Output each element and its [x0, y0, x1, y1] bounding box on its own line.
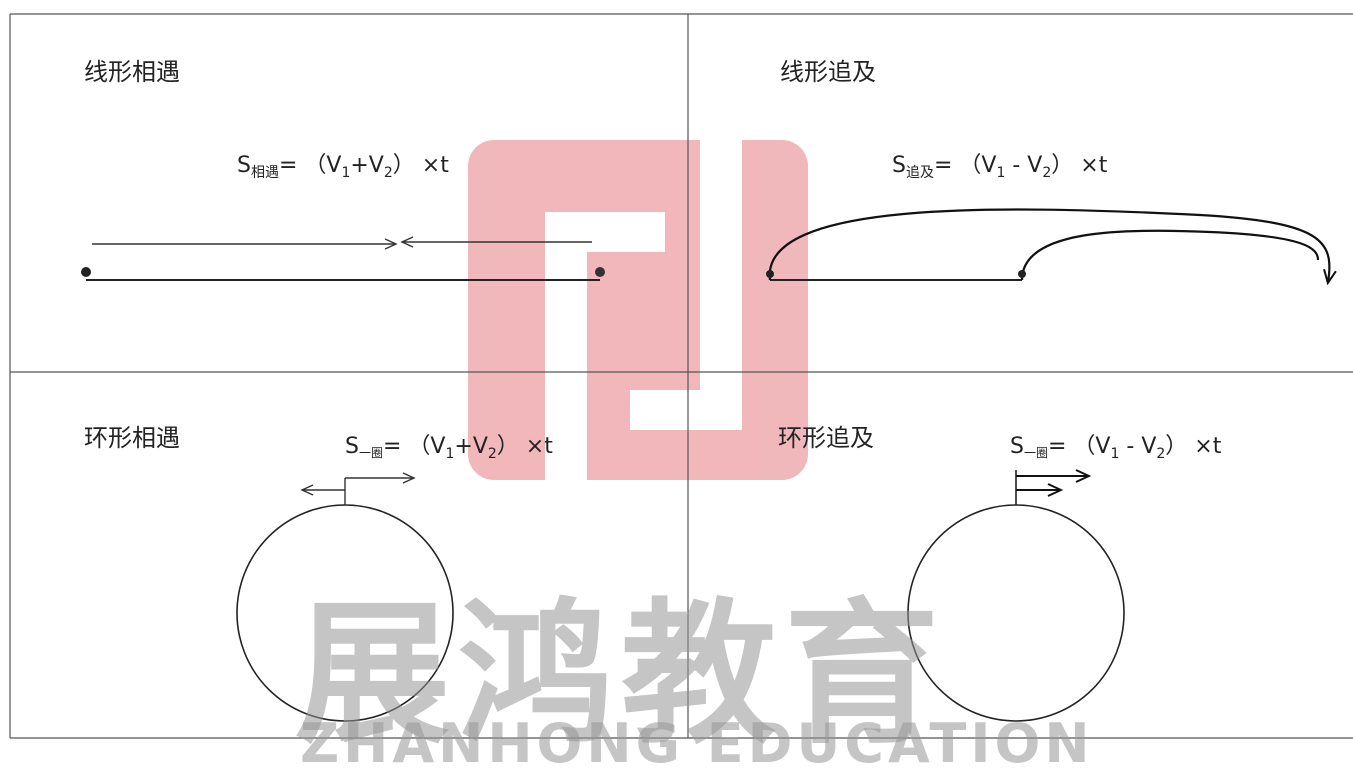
title-circular-chase: 环形追及: [778, 424, 874, 452]
circular-chase-diagram: [907, 470, 1125, 722]
linear-meeting-diagram: [81, 236, 605, 281]
watermark-logo: [468, 140, 808, 480]
quadrant-frame: [9, 13, 1353, 739]
title-circular-meeting: 环形相遇: [84, 424, 180, 452]
start-point-b: [1018, 270, 1026, 278]
title-linear-chase: 线形追及: [780, 58, 876, 86]
formula-circular-chase: S一圈= （V1 - V2） ×t: [1010, 434, 1222, 462]
watermark-chinese-text: 展鸿教育: [295, 584, 947, 765]
start-point-a: [766, 270, 774, 278]
linear-chase-diagram: [766, 208, 1330, 282]
circular-meeting-diagram: [236, 472, 454, 722]
watermark-english-text: ZHANHONG EDUCATION: [300, 712, 1094, 775]
title-linear-meeting: 线形相遇: [84, 58, 180, 86]
start-point-b: [595, 267, 605, 277]
inner-arc-path: [1020, 229, 1320, 281]
start-point-a: [81, 267, 91, 277]
formula-linear-chase: S追及= （V1 - V2） ×t: [892, 153, 1108, 181]
formula-linear-meeting: S相遇= （V1+V2） ×t: [237, 153, 449, 181]
formula-circular-meeting: S一圈= （V1+V2） ×t: [345, 434, 553, 462]
outer-arc-path: [768, 208, 1330, 282]
